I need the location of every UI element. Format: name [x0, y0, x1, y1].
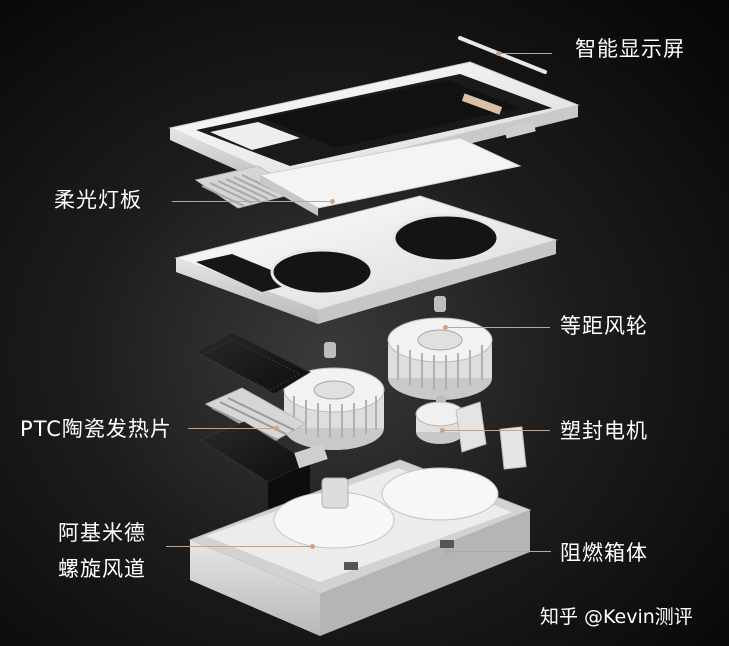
leader-dot-sealed-motor [440, 428, 445, 433]
label-sealed-motor: 塑封电机 [560, 418, 648, 444]
leader-dot-equidistant-fan [443, 325, 448, 330]
label-archimedes-line1: 阿基米德 [58, 520, 146, 546]
leader-line-soft-light-panel [172, 201, 332, 202]
leader-line-equidistant-fan [446, 327, 550, 328]
leader-dot-smart-display [496, 51, 501, 56]
label-ptc-heater: PTC陶瓷发热片 [20, 416, 172, 442]
flame-retardant-box-part [190, 460, 530, 636]
right-fan-wheel-part [388, 296, 492, 400]
leader-line-ptc-heater [188, 428, 276, 429]
watermark-text: 知乎 @Kevin测评 [540, 602, 693, 629]
left-fan-wheel-part [284, 342, 384, 450]
label-soft-light-panel: 柔光灯板 [54, 187, 142, 213]
leader-dot-archimedes [310, 544, 315, 549]
leader-dot-soft-light-panel [330, 199, 335, 204]
sealed-motor-part [416, 396, 526, 469]
label-smart-display: 智能显示屏 [575, 36, 685, 62]
lower-frame-part [176, 196, 556, 324]
leader-dot-ptc-heater [274, 426, 279, 431]
label-equidistant-fan: 等距风轮 [560, 313, 648, 339]
label-archimedes-line2: 螺旋风道 [58, 556, 146, 582]
leader-line-archimedes [166, 546, 312, 547]
label-flame-retardant-box: 阻燃箱体 [560, 540, 648, 566]
leader-line-flame-retardant-box [447, 551, 551, 552]
leader-dot-flame-retardant-box [445, 549, 450, 554]
leader-line-smart-display [500, 53, 552, 54]
leader-line-sealed-motor [442, 430, 550, 431]
